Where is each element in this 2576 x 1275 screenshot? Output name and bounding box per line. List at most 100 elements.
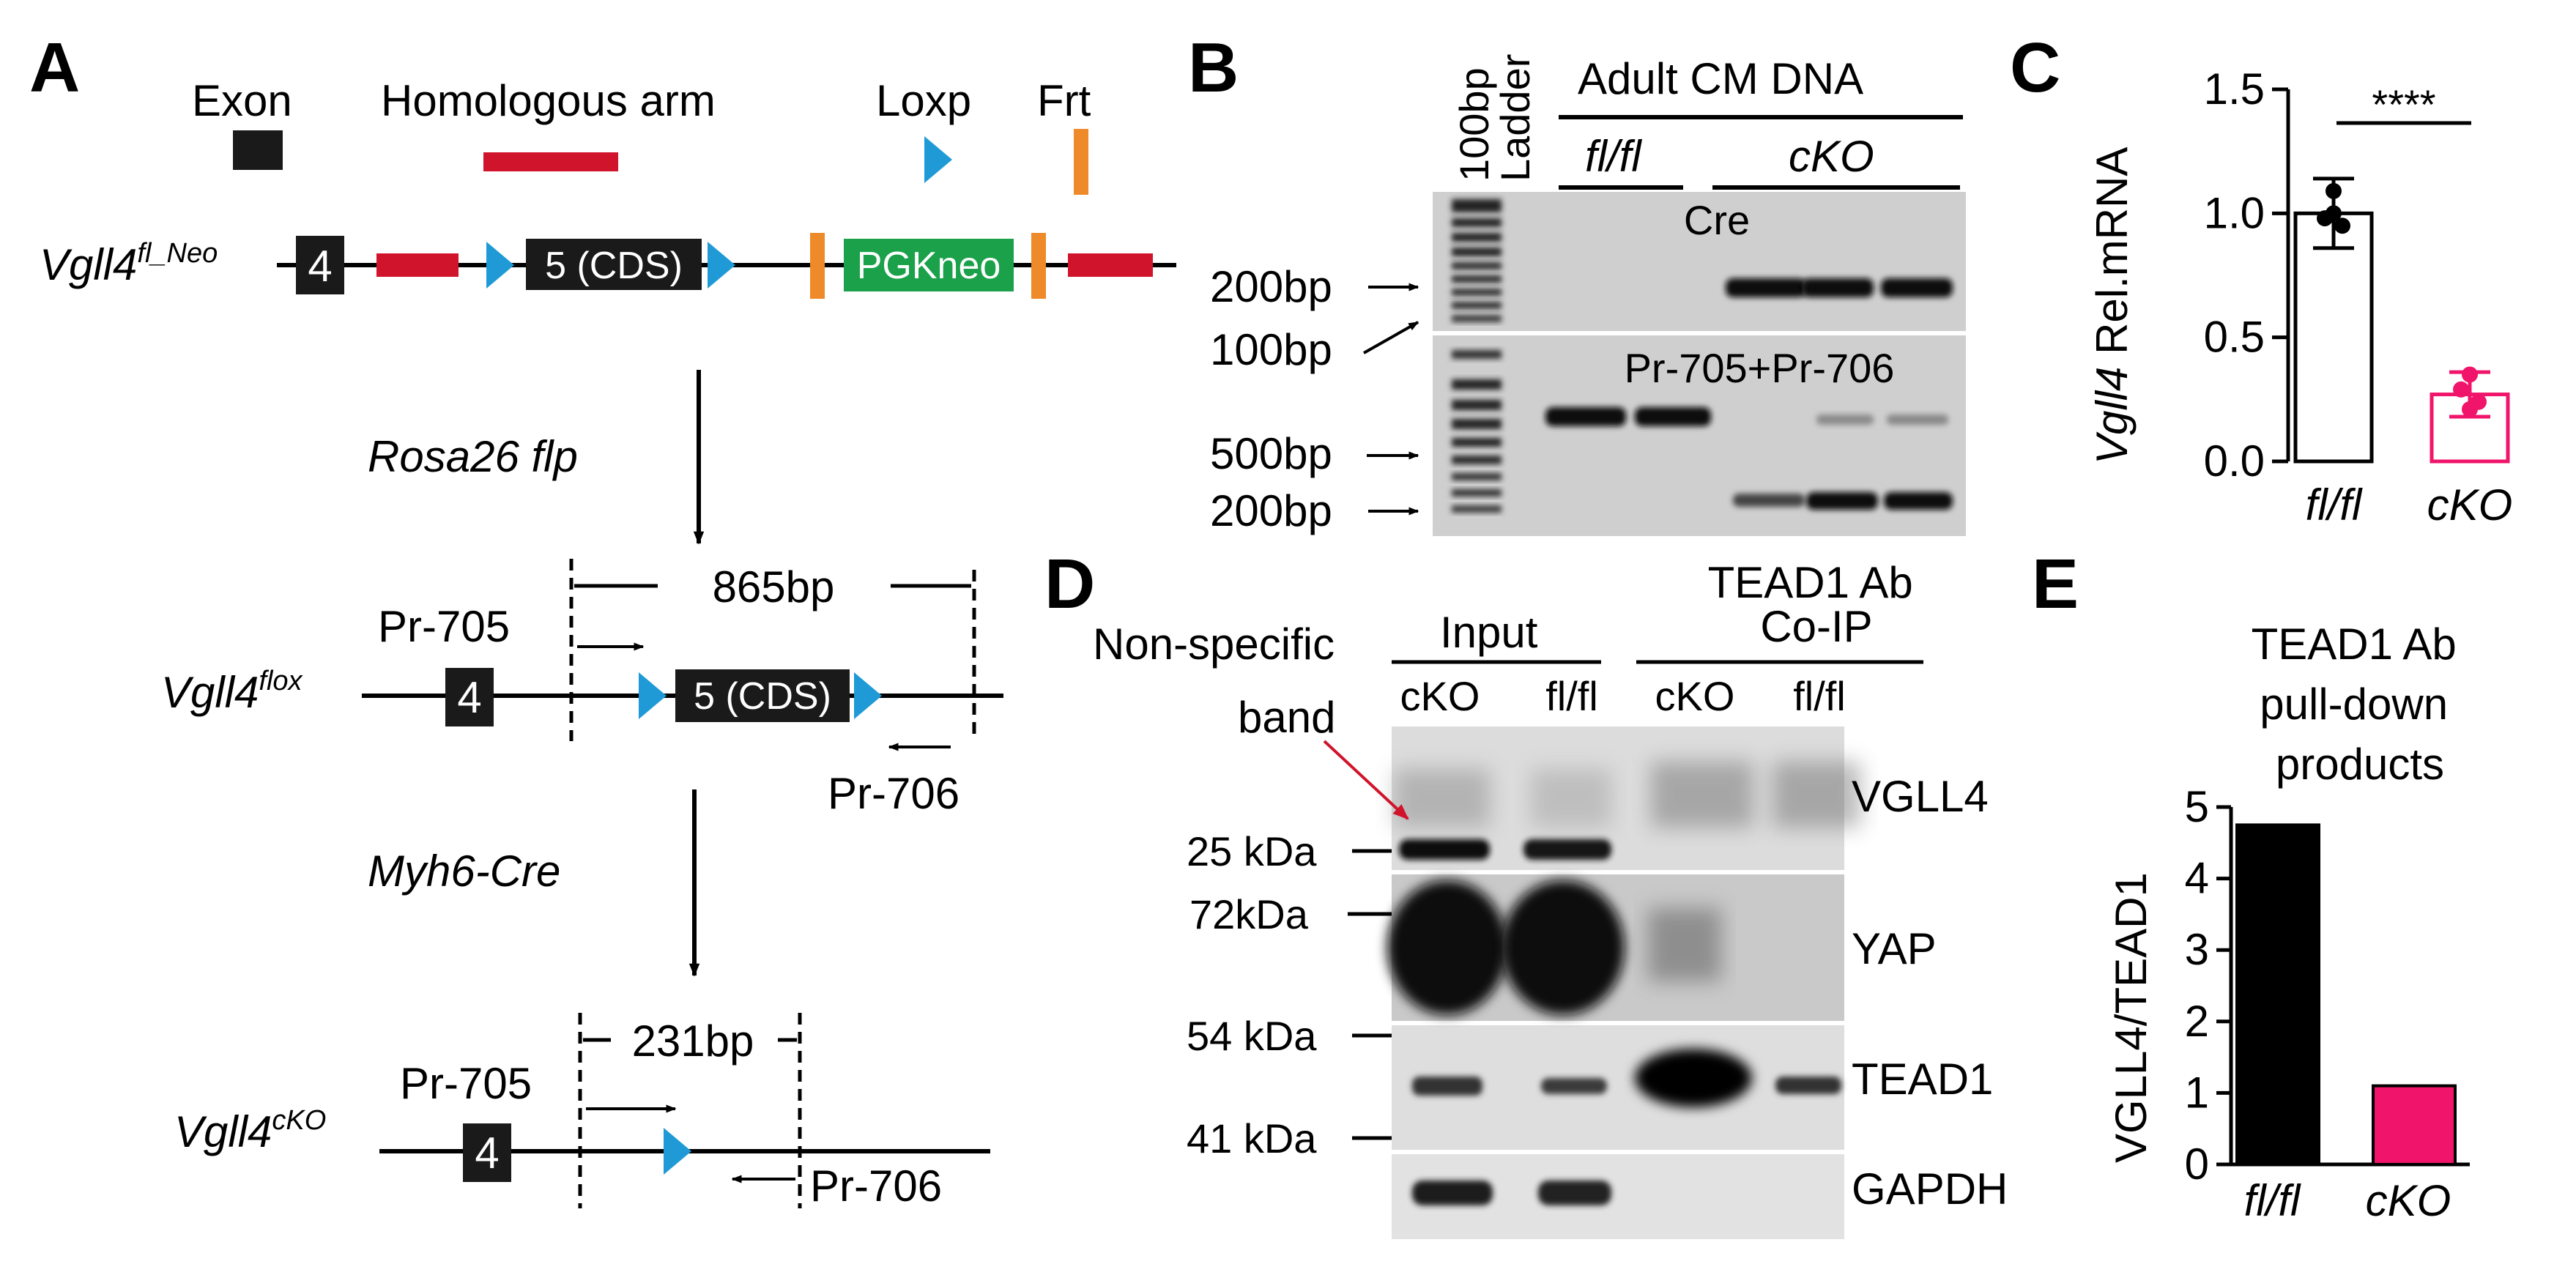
- band-cko-lower-2: [1806, 492, 1878, 510]
- allele1-name: Vgll4fl_Neo: [40, 238, 218, 289]
- mw-41kda: 41 kDa: [1187, 1115, 1317, 1161]
- c-xtick-cko: cKO: [2427, 480, 2513, 529]
- ladder-label-line1: 100bp: [1451, 67, 1497, 182]
- c-point: [2326, 205, 2342, 222]
- ladder-label: 100bpLadder: [1451, 54, 1538, 182]
- group-cko-label: cKO: [1789, 132, 1874, 181]
- allele3-exon4: [463, 1123, 511, 1182]
- gapdh-band-lane2: [1538, 1181, 1611, 1205]
- c-ytick-label: 0.5: [2204, 313, 2265, 362]
- legend-exon-label: Exon: [192, 76, 292, 125]
- panel-label-a: A: [29, 29, 80, 107]
- allele2-exon5: [675, 669, 850, 722]
- e-ylabel: VGLL4/TEAD1: [2107, 872, 2156, 1163]
- e-title-line1: TEAD1 Ab: [2252, 620, 2457, 669]
- panel-a: A Exon Homologous arm Loxp Frt Vgll4fl_N…: [29, 29, 1176, 1211]
- tead1-band-lane4: [1775, 1077, 1841, 1094]
- e-bars: [2235, 823, 2457, 1167]
- cko-size-label: 231bp: [632, 1016, 754, 1066]
- gel-cre: [1433, 192, 1966, 331]
- nonspecific-arrow: [1323, 740, 1409, 820]
- allele1-frt-2: [1031, 233, 1046, 299]
- flox-primer-f-label: Pr-705: [378, 602, 510, 651]
- coip-label: TEAD1 Ab Co-IP: [1708, 558, 1926, 651]
- c-ytick-label: 0.0: [2204, 436, 2265, 486]
- marker-200bp-2: 200bp: [1210, 486, 1332, 535]
- e-bar-1: [2372, 1084, 2457, 1167]
- allele1-exon5: [526, 239, 702, 290]
- panel-d: D Non-specific band Input TEAD1 Ab Co-IP…: [1044, 545, 2008, 1239]
- vgll4-smear-1: [1395, 769, 1490, 828]
- coip-line2: Co-IP: [1760, 602, 1872, 651]
- protein-gapdh: GAPDH: [1852, 1164, 2008, 1213]
- ladder-label-line2: Ladder: [1492, 54, 1538, 182]
- panel-label-e: E: [2032, 545, 2079, 623]
- legend-frt-swatch: [1074, 129, 1088, 195]
- allele1-arm-right: [1068, 253, 1153, 277]
- cre-band-cko-1: [1726, 278, 1806, 297]
- e-xtick-cko: cKO: [2366, 1176, 2451, 1225]
- lane-3-label: cKO: [1655, 673, 1735, 719]
- gel-header: Adult CM DNA: [1578, 54, 1863, 103]
- legend-loxp-label: Loxp: [876, 76, 971, 125]
- gapdh-band-lane1: [1412, 1181, 1493, 1205]
- allele1-pgkneo: [844, 239, 1014, 291]
- panel-label-d: D: [1044, 545, 1095, 623]
- panel-e: E TEAD1 Ab pull-down products VGLL4/TEAD…: [2032, 545, 2470, 1225]
- allele2-exon5-label: 5 (CDS): [694, 675, 831, 718]
- cko-primer-r-label: Pr-706: [810, 1161, 942, 1211]
- c-ytick-label: 1.5: [2204, 64, 2265, 114]
- vgll4-band-lane2: [1523, 839, 1611, 860]
- c-ytick-label: 1.0: [2204, 188, 2265, 237]
- tead1-band-lane1: [1412, 1077, 1482, 1096]
- vgll4-smear-2: [1531, 769, 1611, 828]
- protein-tead1: TEAD1: [1852, 1055, 1993, 1104]
- group-flfl-label: fl/fl: [1585, 132, 1642, 181]
- e-title: TEAD1 Ab pull-down products: [2252, 620, 2469, 789]
- c-xtick-flfl: fl/fl: [2306, 480, 2363, 529]
- yap-band-lane3: [1648, 908, 1721, 981]
- e-ytick-label: 1: [2185, 1068, 2209, 1117]
- allele1-exon4: [296, 236, 344, 294]
- protein-vgll4: VGLL4: [1852, 772, 1989, 821]
- nonspecific-line1: Non-specific: [1093, 620, 1335, 669]
- band-flfl-2: [1635, 407, 1711, 426]
- allele1-frt-1: [810, 233, 825, 299]
- allele3-name: Vgll4cKO: [174, 1105, 326, 1156]
- allele1-exon5-label: 5 (CDS): [545, 245, 683, 287]
- input-label: Input: [1440, 608, 1538, 657]
- allele1-loxp-2: [708, 242, 735, 289]
- lane-1-label: cKO: [1400, 673, 1480, 719]
- allele1-pgkneo-label: PGKneo: [857, 245, 1001, 287]
- c-point: [2462, 401, 2478, 417]
- c-point: [2326, 182, 2342, 199]
- allele3-loxp: [664, 1128, 691, 1175]
- allele2-exon4: [445, 668, 494, 726]
- tead1-band-lane3: [1635, 1049, 1752, 1107]
- nonspecific-line2: band: [1238, 693, 1335, 742]
- cre-band-cko-3: [1881, 278, 1953, 297]
- allele1-arm-left: [376, 253, 459, 277]
- marker-100bp-arrow: [1363, 321, 1419, 354]
- band-cko-lower-1: [1733, 494, 1805, 507]
- gel-cre-label: Cre: [1684, 197, 1750, 243]
- protein-yap: YAP: [1852, 924, 1937, 973]
- band-cko-upper-3: [1887, 415, 1948, 425]
- mw-72kda: 72kDa: [1189, 891, 1309, 937]
- legend-loxp-swatch: [924, 136, 952, 183]
- coip-line1: TEAD1 Ab: [1708, 558, 1913, 607]
- e-title-line2: pull-down: [2260, 680, 2448, 729]
- c-y-axis: 0.0 0.5 1.0 1.5: [2204, 64, 2290, 486]
- flox-primer-r-label: Pr-706: [828, 769, 959, 818]
- yap-band-lane2: [1502, 880, 1625, 1015]
- legend-arm-label: Homologous arm: [381, 76, 716, 125]
- panel-b: B 100bpLadder Adult CM DNA fl/fl cKO Cre: [1188, 29, 1966, 536]
- vgll4-band-lane3: [1651, 762, 1753, 828]
- cre-band-cko-2: [1802, 278, 1874, 297]
- cre-step-label: Myh6-Cre: [368, 847, 560, 896]
- lane-2-label: fl/fl: [1545, 673, 1598, 719]
- c-point: [2334, 218, 2350, 234]
- allele2-exon4-label: 4: [457, 673, 481, 722]
- e-ytick-label: 4: [2185, 854, 2209, 903]
